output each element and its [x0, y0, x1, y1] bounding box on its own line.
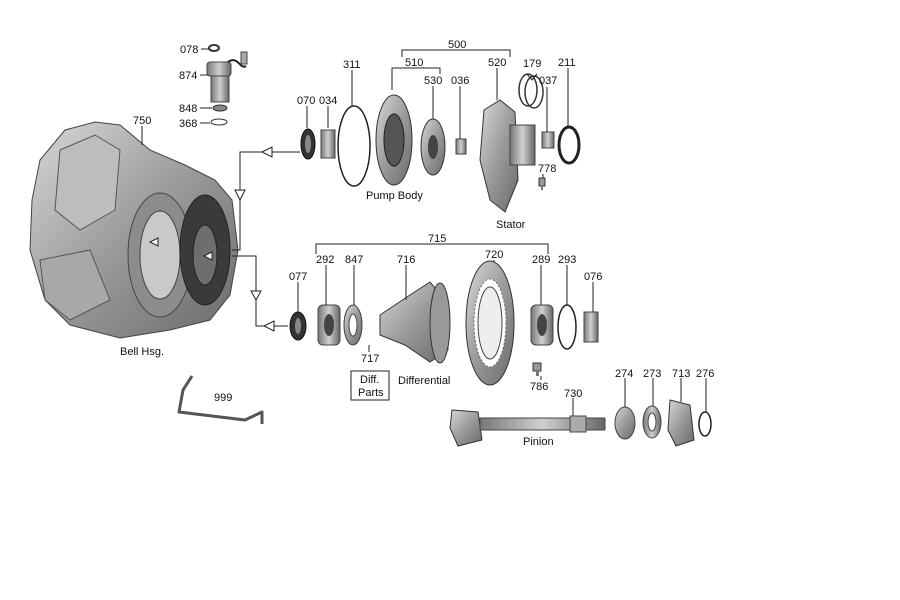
- bushing-037-part: [541, 131, 555, 149]
- label-848: 848: [179, 103, 197, 115]
- label-274: 274: [615, 368, 633, 380]
- ring-gear-720-part: [465, 260, 515, 386]
- stator-520-part: [479, 99, 536, 213]
- bearing-274-part: [614, 406, 636, 440]
- bearing-292-part: [317, 304, 341, 346]
- caption-stator: Stator: [496, 219, 526, 231]
- bell-housing-part: [29, 121, 239, 339]
- label-276: 276: [696, 368, 714, 380]
- label-999: 999: [214, 392, 232, 404]
- caption-differential: Differential: [398, 375, 450, 387]
- label-273: 273: [643, 368, 661, 380]
- label-847: 847: [345, 254, 363, 266]
- cup-273-part: [642, 405, 662, 439]
- label-211: 211: [558, 57, 576, 69]
- label-715: 715: [428, 233, 446, 245]
- label-730: 730: [564, 388, 582, 400]
- label-289: 289: [532, 254, 550, 266]
- part-number-labels: 078 874 848 368 750 070 034 311 500 510 …: [133, 39, 714, 404]
- label-036: 036: [451, 75, 469, 87]
- label-034: 034: [319, 95, 337, 107]
- differential-716-part: [379, 281, 451, 364]
- label-530: 530: [424, 75, 442, 87]
- rod-999-part: [177, 375, 264, 424]
- diff-parts-box: [350, 370, 390, 401]
- seal-076-part: [583, 311, 599, 343]
- label-070: 070: [297, 95, 315, 107]
- speed-sensor-group: [206, 44, 248, 126]
- o-ring-276-part: [698, 411, 712, 437]
- pump-body-510-part: [375, 94, 413, 186]
- label-077: 077: [289, 271, 307, 283]
- caption-diff-parts-2: Parts: [358, 387, 384, 399]
- label-874: 874: [179, 70, 197, 82]
- caption-diff-parts-1: Diff.: [360, 374, 379, 386]
- pump-gears-530-part: [420, 118, 446, 176]
- seal-070-part: [300, 128, 316, 160]
- bushing-036-part: [455, 138, 467, 155]
- assembly-connector-lines: [232, 146, 300, 332]
- bolt-778-part: [538, 177, 546, 190]
- label-500: 500: [448, 39, 466, 51]
- label-368: 368: [179, 118, 197, 130]
- label-293: 293: [558, 254, 576, 266]
- bearing-289-part: [530, 304, 554, 346]
- label-311: 311: [343, 59, 361, 71]
- snap-ring-211-part: [557, 125, 581, 165]
- label-750: 750: [133, 115, 151, 127]
- label-786: 786: [530, 381, 548, 393]
- label-713: 713: [672, 368, 690, 380]
- seal-077-part: [289, 311, 307, 341]
- bearing-847-part: [343, 304, 363, 346]
- label-717: 717: [361, 353, 379, 365]
- caption-pinion: Pinion: [523, 436, 554, 448]
- label-716: 716: [397, 254, 415, 266]
- label-292: 292: [316, 254, 334, 266]
- label-078: 078: [180, 44, 198, 56]
- leader-lines: [141, 48, 707, 416]
- label-720: 720: [485, 249, 503, 261]
- bushing-034-part: [320, 129, 336, 159]
- caption-bell-hsg: Bell Hsg.: [120, 346, 164, 358]
- label-510: 510: [405, 57, 423, 69]
- label-179: 179: [523, 58, 541, 70]
- caption-pump-body: Pump Body: [366, 190, 423, 202]
- o-ring-293-part: [557, 304, 577, 350]
- o-ring-311-part: [337, 105, 371, 187]
- bolt-786-part: [532, 362, 542, 376]
- assembly-captions: Pump Body Stator Bell Hsg. Differential …: [120, 190, 554, 448]
- pinion-730-part: [449, 409, 606, 447]
- label-778: 778: [538, 163, 556, 175]
- rings-179-part: [518, 73, 544, 109]
- label-037: 037: [539, 75, 557, 87]
- retainer-713-part: [667, 399, 695, 447]
- label-520: 520: [488, 57, 506, 69]
- label-076: 076: [584, 271, 602, 283]
